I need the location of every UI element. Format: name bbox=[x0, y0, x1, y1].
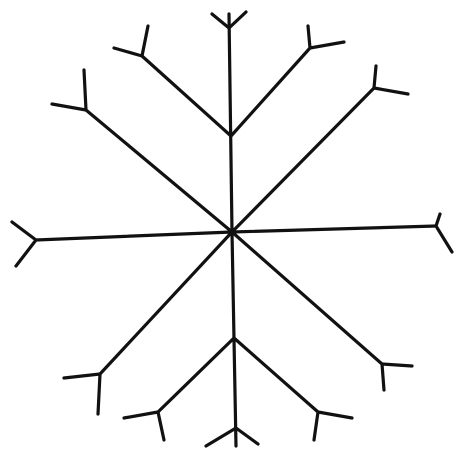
arm-up bbox=[229, 14, 232, 232]
branch-top-left bbox=[142, 56, 231, 136]
tip-right bbox=[436, 214, 452, 252]
tip-branch-bottom-left bbox=[124, 412, 164, 440]
tip-left bbox=[12, 222, 36, 266]
arm-lower-left bbox=[100, 232, 232, 374]
tip-branch-top-right bbox=[308, 26, 344, 48]
arm-lower-right bbox=[232, 232, 382, 364]
tip-branch-top-left bbox=[114, 26, 148, 56]
branch-bottom-right bbox=[234, 338, 318, 412]
branch-top-right bbox=[231, 48, 310, 136]
tip-lower-left bbox=[64, 374, 100, 414]
tip-upper-left bbox=[52, 70, 86, 110]
arm-upper-left bbox=[86, 110, 232, 232]
tip-down bbox=[206, 428, 258, 446]
tip-lower-right bbox=[382, 364, 412, 390]
arm-right bbox=[232, 226, 436, 232]
branch-bottom-left bbox=[158, 338, 234, 412]
tip-branch-bottom-right bbox=[314, 412, 352, 440]
arm-left bbox=[36, 232, 232, 240]
tip-upper-right bbox=[374, 66, 408, 94]
